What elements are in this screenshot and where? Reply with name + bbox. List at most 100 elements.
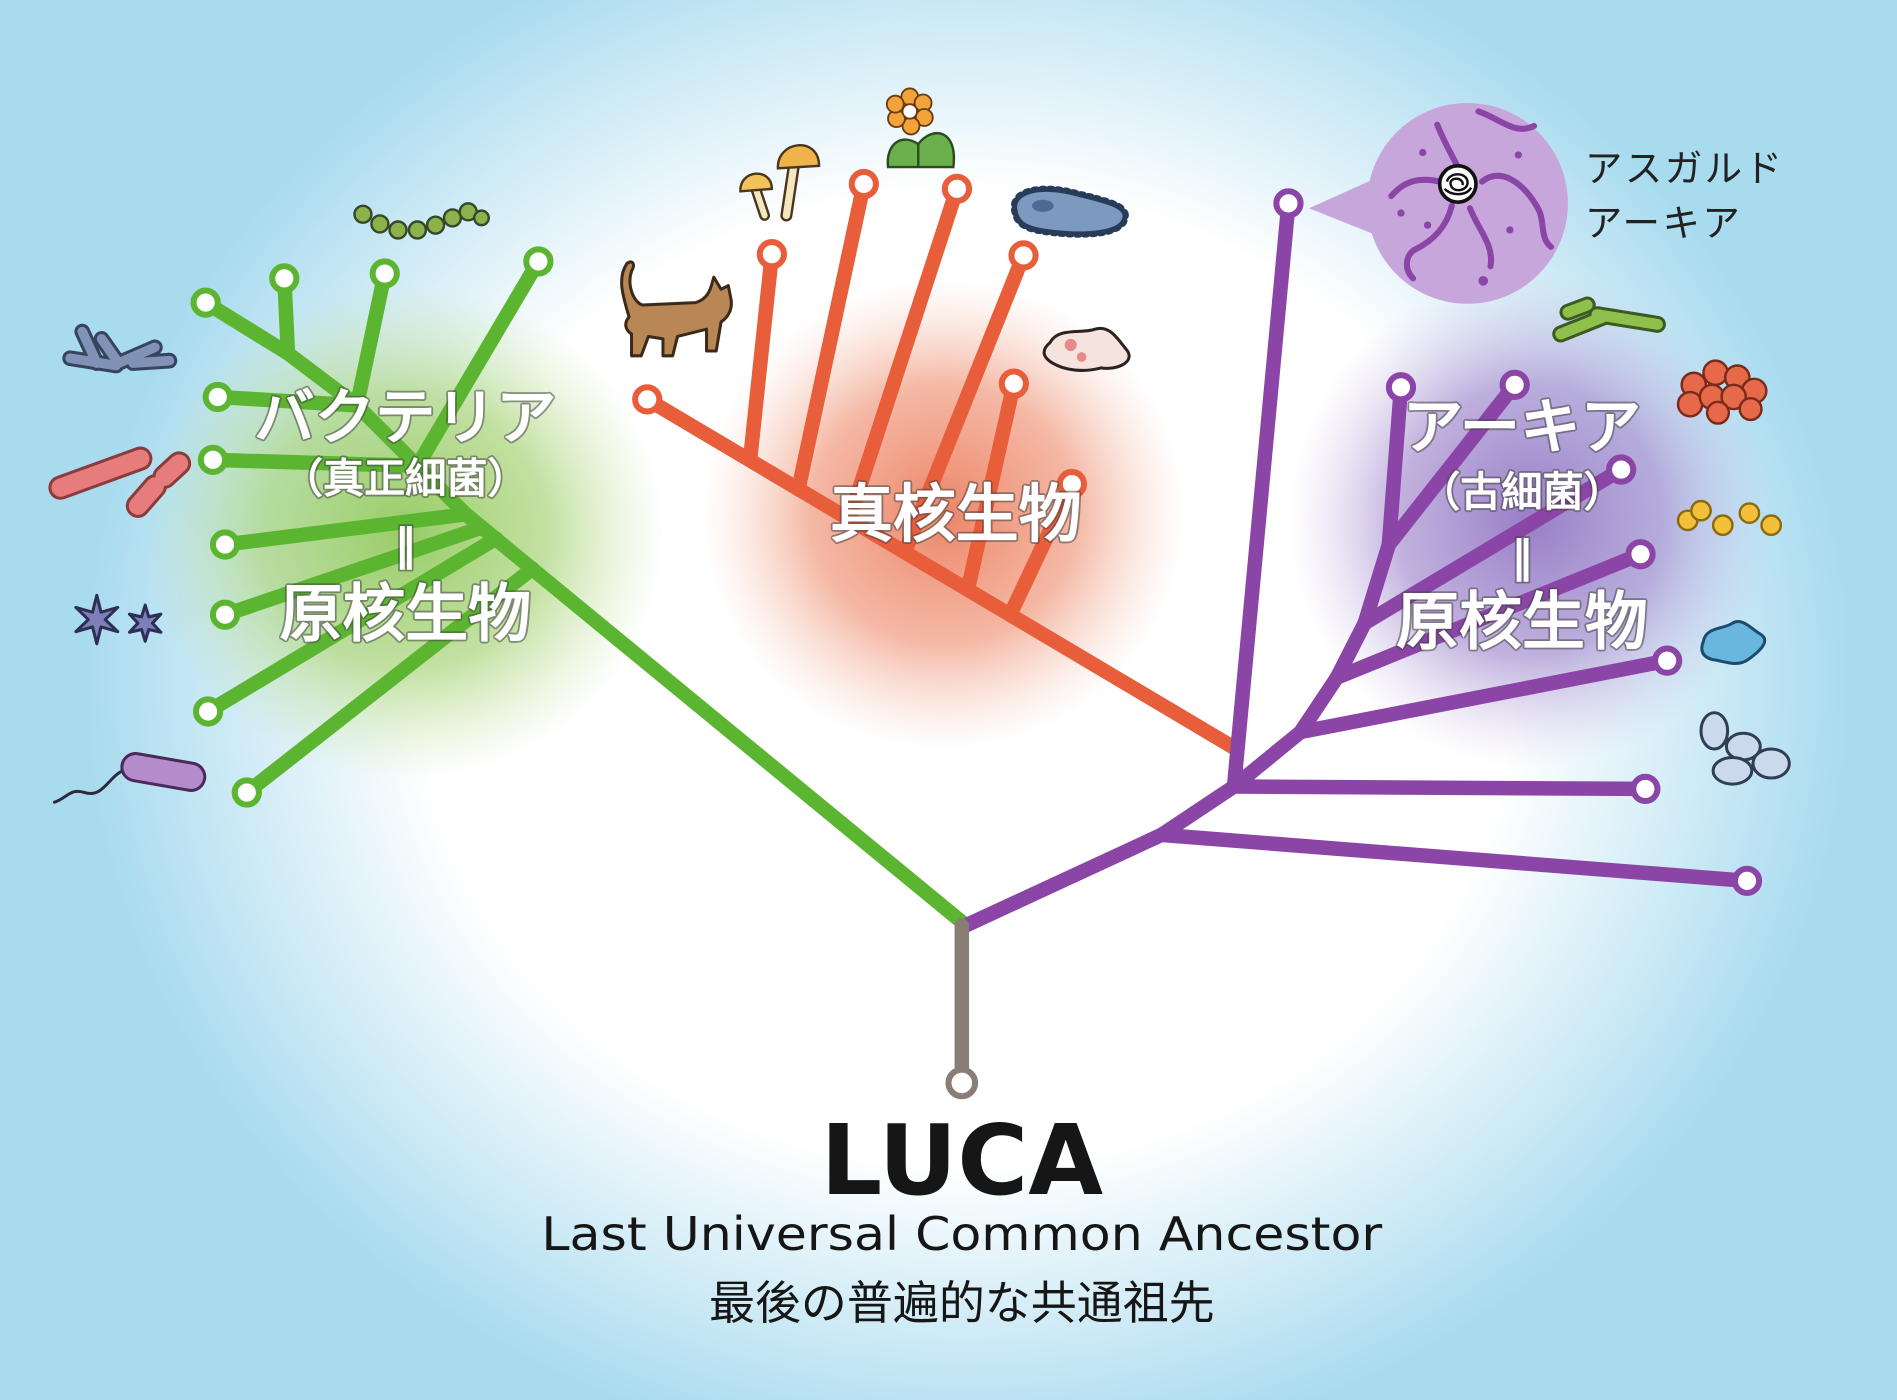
rod-bacteria-icon [48,446,192,518]
leaf-node [1385,372,1417,403]
archaea-branch [1329,615,1372,685]
bacteria-group: 原核生物 [279,577,531,650]
leaf-node [756,239,787,270]
leaf-node [1008,240,1039,271]
bacteria-trunk [458,507,970,930]
asgard-nucleoid-icon [1437,164,1478,204]
oval-archaea-icon [1699,711,1791,786]
eukaryote-branch [1002,476,1080,622]
bacteria-label: バクテリア （真正細菌） ‖ 原核生物 [252,381,558,652]
bacteria-branch [200,531,504,719]
flower-icon [885,87,956,169]
leaf-node [197,444,229,475]
archaea-alt-name: （古細菌） [1419,468,1625,516]
leaf-node [231,777,262,808]
leaf-node [1625,539,1656,570]
luca-caption: LUCA Last Universal Common Ancestor 最後の普… [541,1104,1382,1330]
leaf-node [848,168,879,200]
cat-icon [620,260,733,358]
archaea-name: アーキア [1403,393,1641,463]
leaf-node [1056,468,1088,500]
archaea-label: アーキア （古細菌） ‖ 原核生物 [1394,391,1649,661]
bacteria-branch [217,520,489,622]
leaf-node [269,263,300,294]
asgard-callout-label: アスガルド アーキア [1585,147,1785,245]
amoeba-icon [1042,326,1131,372]
blob-archaea-icon [1700,620,1767,666]
paramecium-icon [1010,185,1129,238]
luca-title: LUCA [820,1104,1103,1217]
archaea-branch [1154,827,1755,889]
luca-node [945,1066,979,1100]
bacteria-branch [198,295,296,361]
leaf-node [190,287,221,318]
star-bacteria-icon [74,593,163,646]
archaea-branch [1226,724,1308,794]
bacteria-name: バクテリア [254,383,556,453]
archaea-branches [954,196,1755,933]
bacteria-glow [145,284,666,781]
eukaryote-label: 真核生物 [828,476,1083,553]
leaf-node [523,246,554,277]
bacteria-branch [349,398,425,474]
flagellated-bacterium-icon [52,752,207,804]
archaea-branch [1154,779,1242,843]
bacteria-branches [198,254,970,930]
eukaryote-branch [897,248,1031,560]
leaf-node [192,696,224,727]
branching-filament-icon [62,323,178,374]
eukaryote-branch [791,176,872,497]
eukaryote-branches [639,176,1242,756]
asgard-label-line2: アーキア [1585,201,1742,245]
leaf-node [209,599,241,630]
leaf-node [632,384,663,415]
archaea-trunk [958,827,1169,933]
leaf-node [998,368,1029,399]
luca-japanese-name: 最後の普遍的な共通祖先 [709,1276,1215,1330]
archaea-branch [1357,537,1397,631]
eukaryote-name: 真核生物 [830,478,1082,551]
leaf-node [369,258,400,289]
archaea-branch [1329,546,1648,685]
bacteria-branch [210,389,365,413]
leaf-node [941,173,973,204]
luca-english-name: Last Universal Common Ancestor [541,1207,1382,1261]
archaea-branch [1381,380,1409,552]
leaf-node [1630,773,1661,805]
eukaryote-branch [742,246,780,468]
leaf-node-asgard [1273,188,1304,219]
leaf-node [1499,369,1530,400]
archaea-branch [1381,377,1522,552]
archaea-leaves [1273,188,1763,896]
bacteria-leaves [190,246,554,808]
bead-chain-bacteria-icon [353,202,490,240]
leaf-node [1606,454,1637,485]
bacteria-branch [410,254,546,474]
bacteria-branch [349,266,392,413]
eukaryote-leaves [632,168,1088,500]
archaea-branch [1293,670,1345,740]
eukaryote-branch [842,181,965,527]
mushroom-icon [739,144,821,222]
bacteria-branch [205,452,425,474]
leaf-node [202,381,233,413]
bacteria-branch [217,507,474,552]
leaf-node [1652,645,1683,676]
asgard-label-line1: アスガルド [1585,147,1785,191]
bacteria-branch [239,561,540,800]
leaf-node [209,529,241,560]
eukaryote-branch [960,376,1022,597]
bacteria-equals: ‖ [394,520,416,570]
bacteria-branch [410,458,474,522]
archaea-group: 原核生物 [1396,586,1648,659]
leaf-node [1731,865,1763,896]
rod-archaea-icon [1552,296,1666,343]
archaea-equals: ‖ [1511,532,1533,582]
coccus-chain-icon [1676,499,1783,537]
archaea-branch [1357,462,1629,631]
asgard-branch [1226,196,1296,794]
asgard-archaea-icon [1309,102,1568,304]
archaea-branch [1293,653,1675,740]
cluster-archaea-icon [1676,359,1768,425]
